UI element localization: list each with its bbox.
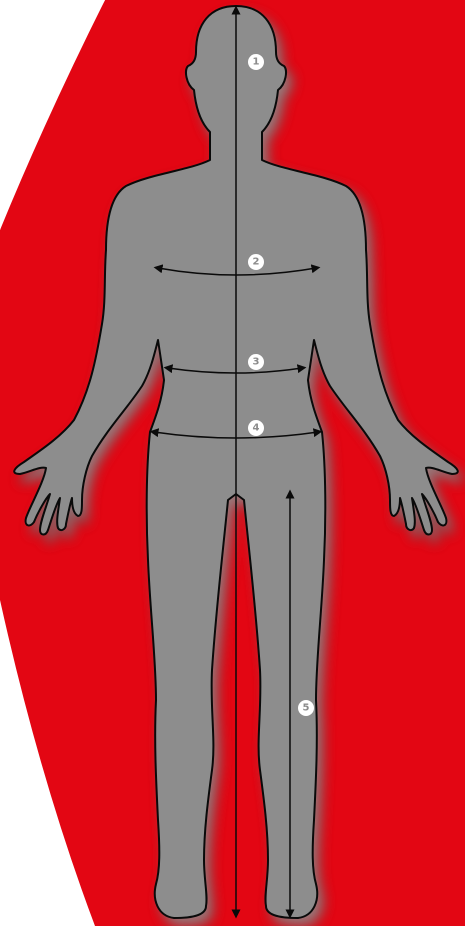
marker-5: 5 — [298, 700, 314, 716]
marker-4: 4 — [248, 420, 264, 436]
marker-5-label: 5 — [303, 703, 310, 714]
marker-1: 1 — [248, 54, 264, 70]
marker-3-label: 3 — [253, 357, 260, 368]
marker-1-label: 1 — [253, 57, 260, 68]
marker-2-label: 2 — [253, 257, 260, 268]
marker-3: 3 — [248, 354, 264, 370]
marker-4-label: 4 — [253, 423, 260, 434]
marker-2: 2 — [248, 254, 264, 270]
